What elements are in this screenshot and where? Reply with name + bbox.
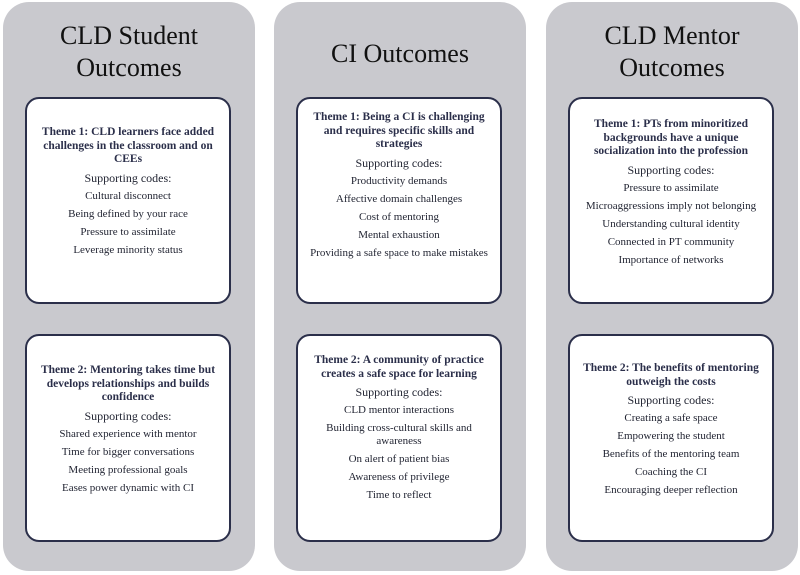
theme-card: Theme 2: Mentoring takes time but develo… — [25, 334, 231, 542]
theme-card: Theme 1: PTs from minoritized background… — [568, 97, 774, 304]
supporting-code: Cost of mentoring — [358, 210, 440, 223]
column-title-line: Outcomes — [76, 53, 182, 82]
theme-title: Theme 1: PTs from minoritized background… — [593, 118, 749, 157]
supporting-codes-label: Supporting codes: — [627, 393, 715, 407]
theme-title: Theme 2: The benefits of mentoring outwe… — [583, 362, 759, 388]
supporting-code: Time to reflect — [366, 489, 432, 501]
supporting-code: Creating a safe space — [624, 412, 718, 424]
column-cld-student-outcomes: CLD Student Outcomes Theme 1: CLD learne… — [3, 2, 255, 571]
supporting-code: Meeting professional goals — [68, 463, 188, 476]
column-ci-outcomes: CI Outcomes Theme 1: Being a CI is chall… — [274, 2, 526, 571]
supporting-code: Benefits of the mentoring team — [602, 448, 740, 460]
theme-card: Theme 1: CLD learners face added challen… — [25, 97, 231, 304]
supporting-code: Leverage minority status — [73, 243, 183, 256]
supporting-code: Pressure to assimilate — [80, 225, 176, 238]
supporting-code: CLD mentor interactions — [344, 404, 454, 416]
supporting-code: Building cross-cultural skills and aware… — [326, 422, 472, 447]
supporting-code: Shared experience with mentor — [59, 427, 197, 440]
supporting-codes-label: Supporting codes: — [84, 408, 172, 423]
supporting-code: Providing a safe space to make mistakes — [310, 246, 488, 259]
supporting-codes-label: Supporting codes: — [355, 155, 443, 170]
supporting-code: Connected in PT community — [607, 235, 735, 248]
theme-title: Theme 2: A community of practice creates… — [314, 354, 484, 380]
supporting-code: Cultural disconnect — [85, 189, 171, 202]
column-cld-mentor-outcomes: CLD Mentor Outcomes Theme 1: PTs from mi… — [546, 2, 798, 571]
supporting-code: Empowering the student — [617, 430, 725, 442]
supporting-codes-label: Supporting codes: — [84, 170, 172, 185]
supporting-code: Understanding cultural identity — [602, 217, 740, 230]
supporting-code: Productivity demands — [350, 174, 448, 187]
supporting-code: Importance of networks — [618, 253, 724, 266]
column-title-line: CLD Mentor — [604, 21, 740, 50]
supporting-code: Coaching the CI — [634, 466, 708, 478]
column-title-line: CI Outcomes — [331, 39, 469, 68]
theme-title: Theme 1: CLD learners face added challen… — [41, 126, 215, 165]
supporting-code: Being defined by your race — [68, 207, 188, 220]
theme-card: Theme 2: The benefits of mentoring outwe… — [568, 334, 774, 542]
column-title: CLD Student Outcomes — [3, 20, 255, 84]
supporting-codes-label: Supporting codes: — [627, 162, 715, 177]
supporting-codes-label: Supporting codes: — [355, 385, 443, 399]
supporting-code: Affective domain challenges — [335, 192, 463, 205]
supporting-code: Pressure to assimilate — [623, 181, 719, 194]
theme-card: Theme 1: Being a CI is challenging and r… — [296, 97, 502, 304]
supporting-code: On alert of patient bias — [348, 453, 450, 465]
theme-card: Theme 2: A community of practice creates… — [296, 334, 502, 542]
column-title: CLD Mentor Outcomes — [546, 20, 798, 84]
column-title-line: CLD Student — [60, 21, 198, 50]
theme-title: Theme 1: Being a CI is challenging and r… — [313, 111, 485, 150]
column-title-line: Outcomes — [619, 53, 725, 82]
theme-title: Theme 2: Mentoring takes time but develo… — [40, 364, 216, 403]
supporting-code: Microaggressions imply not belonging — [585, 199, 757, 212]
column-title: CI Outcomes — [274, 38, 526, 70]
supporting-code: Mental exhaustion — [358, 228, 440, 241]
supporting-code: Time for bigger conversations — [61, 445, 195, 458]
supporting-code: Awareness of privilege — [348, 471, 450, 483]
supporting-code: Encouraging deeper reflection — [604, 484, 738, 496]
supporting-code: Eases power dynamic with CI — [62, 481, 194, 494]
